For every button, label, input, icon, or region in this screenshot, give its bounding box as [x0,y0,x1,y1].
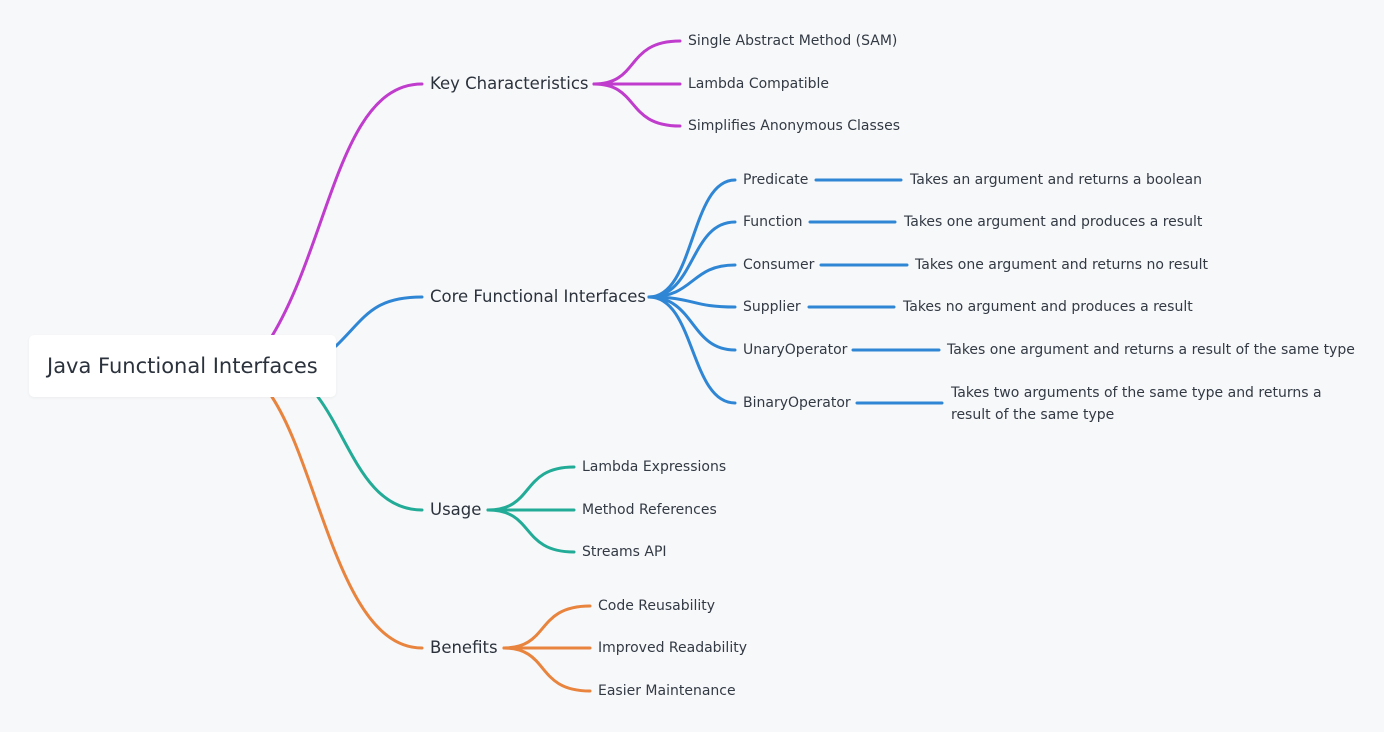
edge-core-consumer [647,263,737,299]
node-single-abstract-method[interactable]: Single Abstract Method (SAM) [688,33,898,49]
node-benefits[interactable]: Benefits [430,638,498,657]
node-method-references[interactable]: Method References [582,502,717,518]
edge-root-core-functional-interfaces [334,295,424,348]
edge-core-unaryoperator [647,295,737,352]
edge-root-key-characteristics [270,82,424,338]
edge-core-predicate [647,178,737,299]
edge-usage-streams-api [486,508,576,554]
edge-benefits-code-reusability [502,604,592,650]
node-improved-readability[interactable]: Improved Readability [598,640,747,656]
node-usage[interactable]: Usage [430,500,482,519]
edge-benefits-easier-maintenance [502,646,592,693]
node-consumer-detail[interactable]: Takes one argument and returns no result [915,257,1209,273]
node-lambda-expressions[interactable]: Lambda Expressions [582,459,727,475]
node-unaryoperator[interactable]: UnaryOperator [743,342,848,358]
edge-key-characteristics-anonymous [592,82,682,128]
node-function-detail[interactable]: Takes one argument and produces a result [904,214,1203,230]
root-node[interactable]: Java Functional Interfaces [29,335,336,397]
node-streams-api[interactable]: Streams API [582,544,667,560]
edge-key-characteristics-sam [592,39,682,86]
node-lambda-compatible[interactable]: Lambda Compatible [688,76,830,92]
edge-root-usage [316,395,424,512]
node-function[interactable]: Function [743,214,803,230]
node-supplier[interactable]: Supplier [743,299,801,315]
edge-root-benefits [270,395,424,650]
node-core-functional-interfaces[interactable]: Core Functional Interfaces [430,287,647,306]
node-binaryoperator-detail[interactable]: Takes two arguments of the same type and… [951,385,1322,423]
node-simplifies-anonymous-classes[interactable]: Simplifies Anonymous Classes [688,118,900,134]
root-label: Java Functional Interfaces [47,354,318,378]
node-key-characteristics[interactable]: Key Characteristics [430,74,589,93]
node-code-reusability[interactable]: Code Reusability [598,598,716,614]
node-consumer[interactable]: Consumer [743,257,815,273]
node-binaryoperator[interactable]: BinaryOperator [743,395,851,411]
edge-usage-lambda-expressions [486,465,576,512]
edge-core-function [647,220,737,299]
node-unaryoperator-detail[interactable]: Takes one argument and returns a result … [947,342,1355,358]
node-supplier-detail[interactable]: Takes no argument and produces a result [903,299,1193,315]
node-predicate[interactable]: Predicate [743,172,809,188]
node-predicate-detail[interactable]: Takes an argument and returns a boolean [910,172,1202,188]
edge-core-binaryoperator [647,295,737,405]
node-easier-maintenance[interactable]: Easier Maintenance [598,683,736,699]
